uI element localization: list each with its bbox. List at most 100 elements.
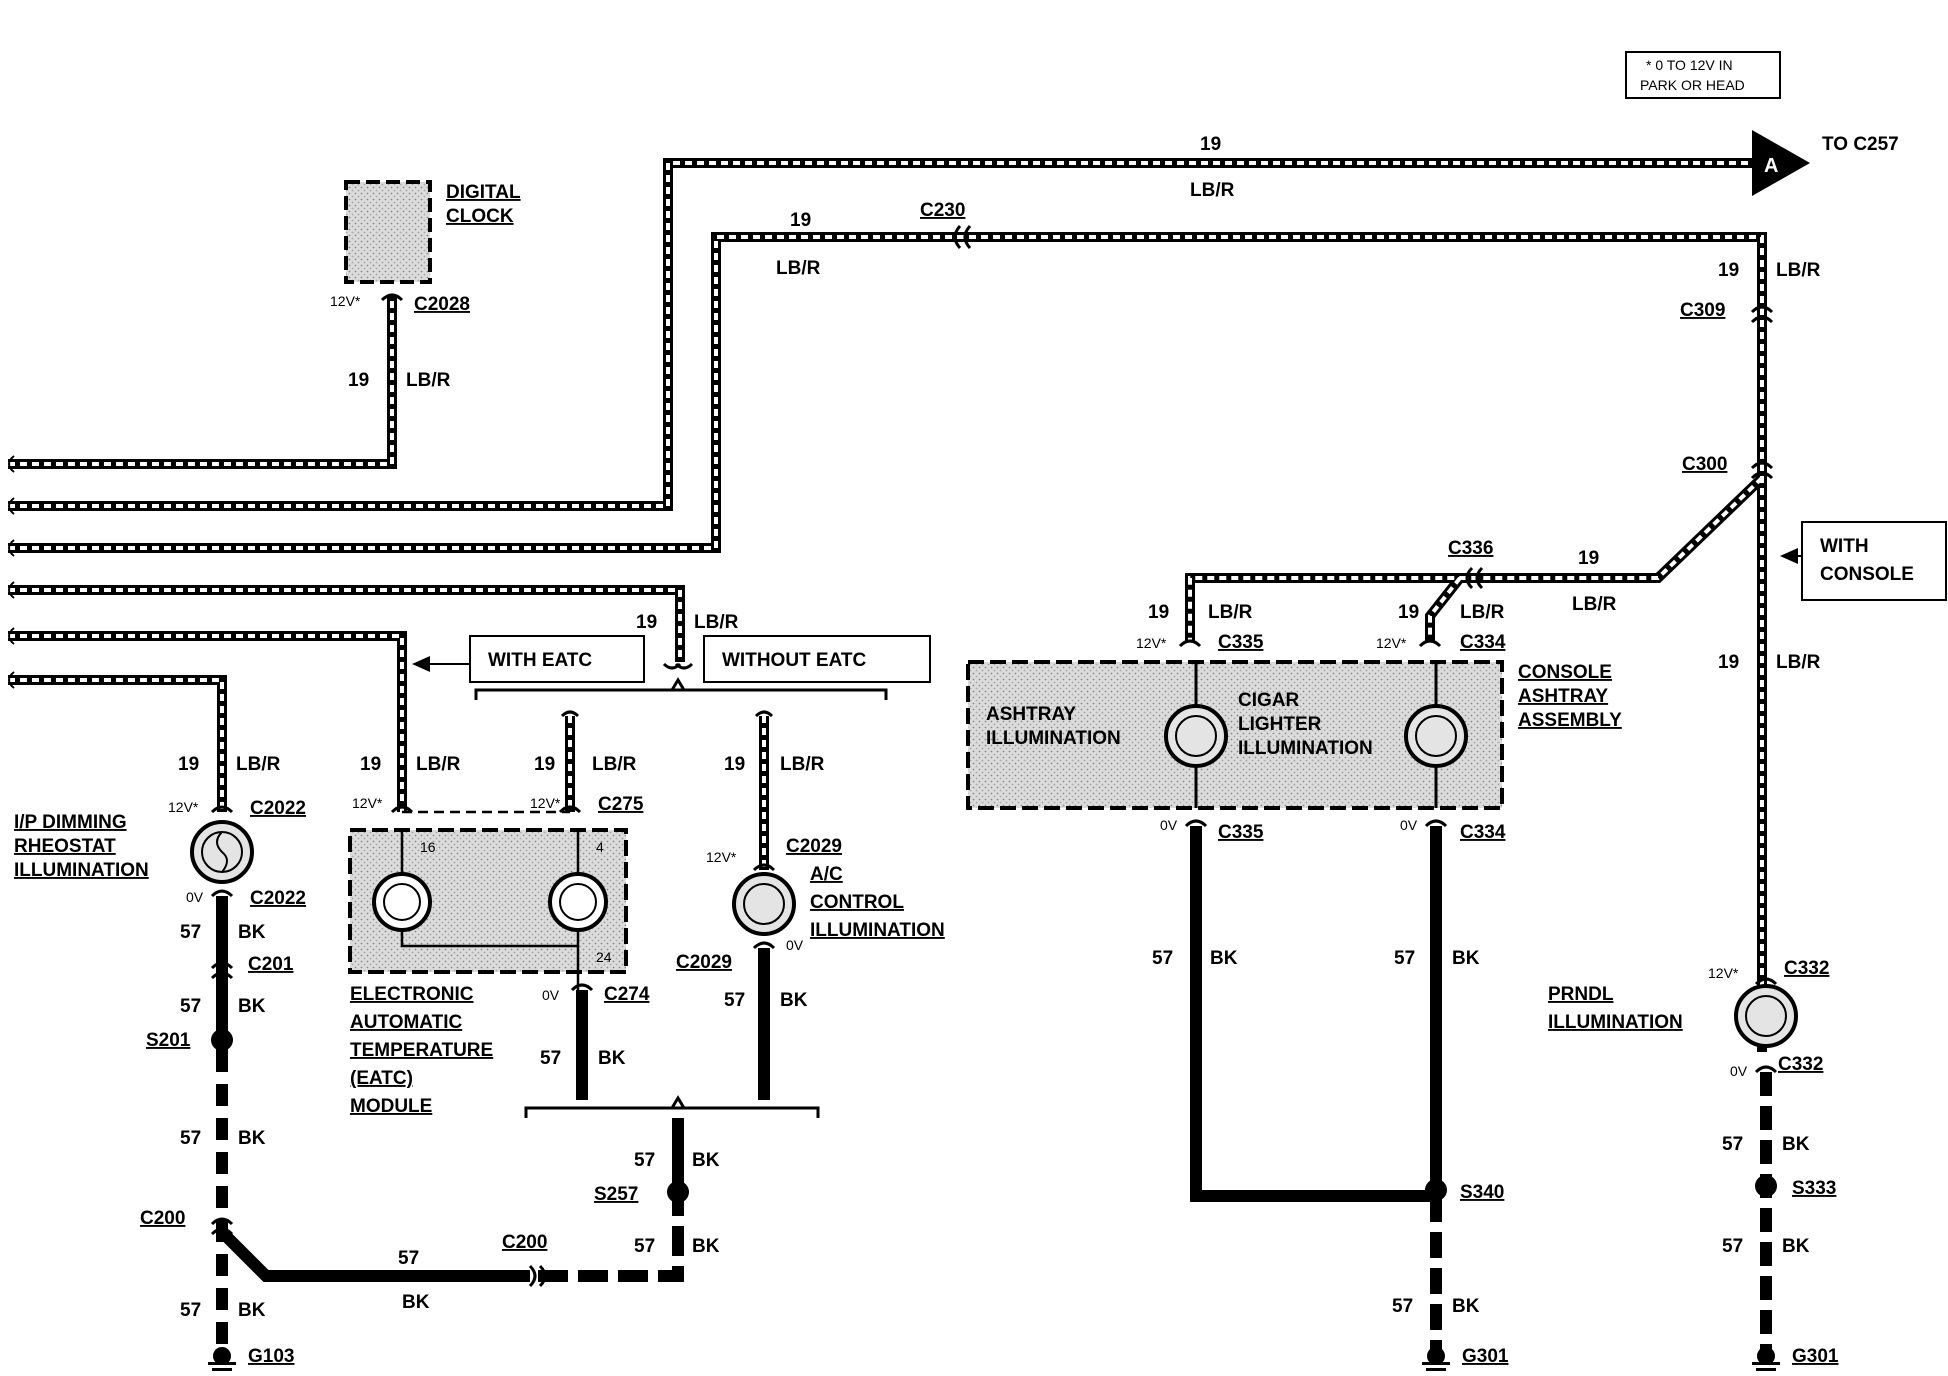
v-ip-12: 12V* bbox=[168, 799, 199, 815]
eatc-label-3: TEMPERATURE bbox=[350, 1040, 493, 1061]
b-cig-color: BK bbox=[1452, 948, 1480, 969]
v-prndl-12: 12V* bbox=[1708, 965, 1739, 981]
with-console-arrow-icon bbox=[1780, 548, 1798, 564]
w-ash-num: 19 bbox=[1148, 602, 1169, 623]
v-eatc4: 12V* bbox=[530, 795, 561, 811]
option-brackets bbox=[474, 677, 888, 1118]
b-s340-color: BK bbox=[1452, 1296, 1480, 1317]
c336-label: C336 bbox=[1448, 538, 1493, 559]
w-ip-color: LB/R bbox=[236, 754, 281, 775]
s201-label: S201 bbox=[146, 1030, 191, 1051]
pin-16: 16 bbox=[420, 839, 436, 855]
w-eatc-color: LB/R bbox=[694, 612, 739, 633]
cigar-label-1: CIGAR bbox=[1238, 690, 1300, 711]
splice-dots bbox=[211, 1029, 1777, 1203]
ground-g103-icon bbox=[208, 1347, 236, 1371]
b-prndl1-color: BK bbox=[1782, 1134, 1810, 1155]
digital-clock bbox=[344, 180, 432, 284]
v-eatc24: 0V bbox=[542, 987, 560, 1003]
bulb-cigar-icon bbox=[1404, 662, 1468, 808]
lbr-wires bbox=[8, 158, 1767, 1052]
bulb-eatc-right-icon bbox=[548, 872, 608, 932]
c332-top-label: C332 bbox=[1784, 958, 1829, 979]
splice-s201 bbox=[211, 1029, 233, 1051]
v-prndl-0: 0V bbox=[1730, 1063, 1748, 1079]
note-line-2: PARK OR HEAD bbox=[1640, 77, 1745, 93]
g301a-label: G301 bbox=[1462, 1346, 1509, 1367]
connector-symbols bbox=[210, 224, 1778, 1288]
ground-g301b-icon bbox=[1752, 1347, 1780, 1371]
b-ip4-color: BK bbox=[238, 1300, 266, 1321]
console-label-3: ASSEMBLY bbox=[1518, 710, 1622, 731]
b-ac-num: 57 bbox=[724, 990, 745, 1011]
b-s257b-color: BK bbox=[692, 1236, 720, 1257]
w-eatc-num: 19 bbox=[636, 612, 657, 633]
w-c336-color: LB/R bbox=[1572, 594, 1617, 615]
splice-ground-labels: S201 S257 S340 S333 G103 G301 G301 bbox=[146, 1030, 1839, 1367]
w-console-color: LB/R bbox=[1776, 652, 1821, 673]
c201-label: C201 bbox=[248, 954, 294, 975]
bulb-ac-control-icon bbox=[732, 872, 796, 936]
c275-label: C275 bbox=[598, 794, 644, 815]
w-clock-color: LB/R bbox=[406, 370, 451, 391]
w-eatc4-num: 19 bbox=[534, 754, 555, 775]
w-ash-color: LB/R bbox=[1208, 602, 1253, 623]
ashtray-label-2: ILLUMINATION bbox=[986, 728, 1121, 749]
clock-label-2: CLOCK bbox=[446, 206, 514, 227]
w-console-num: 19 bbox=[1718, 652, 1739, 673]
c335-top-label: C335 bbox=[1218, 632, 1264, 653]
b-s257b-num: 57 bbox=[634, 1236, 655, 1257]
w-clock-num: 19 bbox=[348, 370, 369, 391]
c2028-label: C2028 bbox=[414, 294, 470, 315]
w-cig-color: LB/R bbox=[1460, 602, 1505, 623]
b-ac-color: BK bbox=[780, 990, 808, 1011]
s340-label: S340 bbox=[1460, 1182, 1504, 1203]
c2022-top-label: C2022 bbox=[250, 798, 306, 819]
w-cig-num: 19 bbox=[1398, 602, 1419, 623]
bulb-eatc-left-icon bbox=[372, 872, 432, 932]
with-console-label-2: CONSOLE bbox=[1820, 564, 1914, 585]
b-prndl2-num: 57 bbox=[1722, 1236, 1743, 1257]
console-label-2: ASHTRAY bbox=[1518, 686, 1608, 707]
v-ash-12: 12V* bbox=[1136, 635, 1167, 651]
w-c230-color: LB/R bbox=[776, 258, 821, 279]
splice-s340 bbox=[1425, 1179, 1447, 1201]
bulb-prndl-icon bbox=[1734, 984, 1798, 1048]
bulb-ashtray-icon bbox=[1164, 662, 1228, 808]
c309-label: C309 bbox=[1680, 300, 1725, 321]
b-eatc-num: 57 bbox=[540, 1048, 561, 1069]
g301b-label: G301 bbox=[1792, 1346, 1839, 1367]
w-ac-color: LB/R bbox=[780, 754, 825, 775]
w-eatc16-color: LB/R bbox=[416, 754, 461, 775]
splice-s257 bbox=[667, 1181, 689, 1203]
c2022-bot-label: C2022 bbox=[250, 888, 306, 909]
b-ash-num: 57 bbox=[1152, 948, 1173, 969]
eatc-label-4: (EATC) bbox=[350, 1068, 413, 1089]
b-s257a-num: 57 bbox=[634, 1150, 655, 1171]
without-eatc-box bbox=[703, 635, 931, 683]
eatc-pins: 16 4 24 bbox=[420, 839, 612, 965]
b-s257a-color: BK bbox=[692, 1150, 720, 1171]
w-top-num: 19 bbox=[1200, 134, 1221, 155]
prndl-label-1: PRNDL bbox=[1548, 984, 1614, 1005]
with-eatc-box bbox=[469, 635, 645, 683]
clock-label-1: DIGITAL bbox=[446, 182, 521, 203]
note-line-1: * 0 TO 12V IN bbox=[1646, 57, 1733, 73]
b-c200-color: BK bbox=[402, 1292, 430, 1313]
prndl-label-2: ILLUMINATION bbox=[1548, 1012, 1683, 1033]
ac-label-3: ILLUMINATION bbox=[810, 920, 945, 941]
bulb-icons bbox=[190, 662, 1798, 1048]
ac-label-1: A/C bbox=[810, 864, 843, 885]
eatc-label-5: MODULE bbox=[350, 1096, 432, 1117]
c300-label: C300 bbox=[1682, 454, 1727, 475]
g103-label: G103 bbox=[248, 1346, 294, 1367]
v-ac-12: 12V* bbox=[706, 849, 737, 865]
cigar-label-3: ILLUMINATION bbox=[1238, 738, 1373, 759]
c2029-bot-label: C2029 bbox=[676, 952, 732, 973]
with-eatc-label: WITH EATC bbox=[488, 650, 592, 671]
c332-bot-label: C332 bbox=[1778, 1054, 1823, 1075]
b-ip2-num: 57 bbox=[180, 996, 201, 1017]
w-c230-num: 19 bbox=[790, 210, 811, 231]
ip-label-3: ILLUMINATION bbox=[14, 860, 149, 881]
w-eatc4-color: LB/R bbox=[592, 754, 637, 775]
